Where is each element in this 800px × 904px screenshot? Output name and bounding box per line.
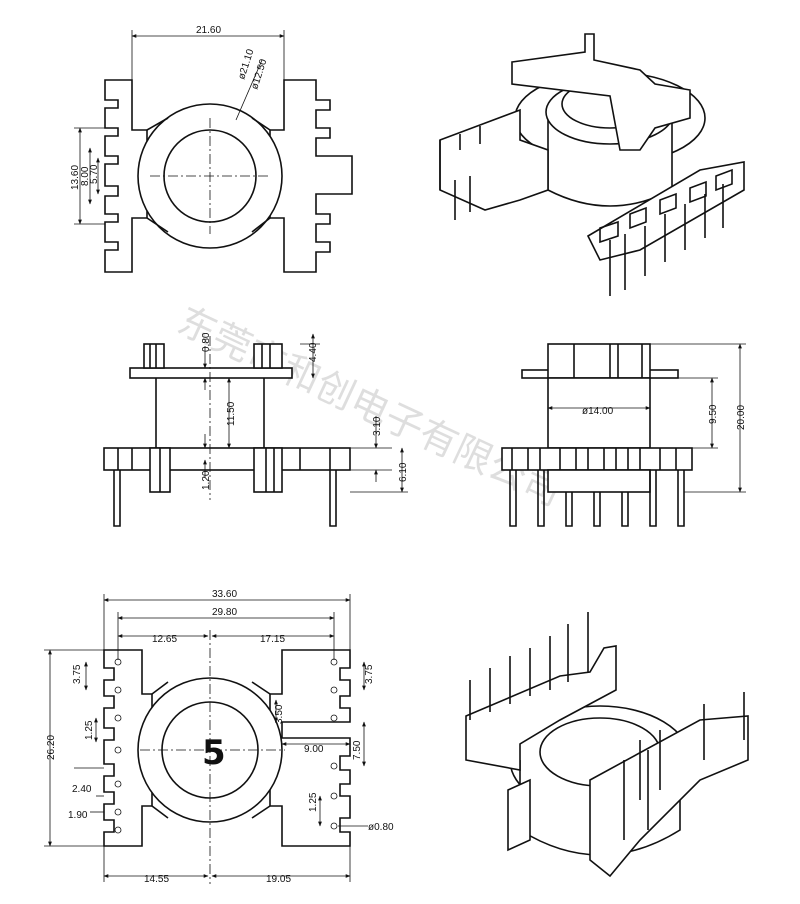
dim-left-span: 12.65 xyxy=(152,634,177,645)
dim-pitch-a-r: 3.75 xyxy=(364,664,375,684)
dim-pitch-a: 3.75 xyxy=(72,664,83,684)
dim-total-h: 20.00 xyxy=(736,405,747,430)
dim-right-span: 17.15 xyxy=(260,634,285,645)
dim-pin-gap-l: 1.25 xyxy=(84,720,95,740)
dim-edge: 1.90 xyxy=(68,810,88,821)
top-view: 21.60 ø21.10 ø12.50 13.60 8.00 5.70 xyxy=(70,25,353,273)
dim-h3: 5.70 xyxy=(89,164,100,184)
dim-base-total: 6.10 xyxy=(398,462,409,482)
dim-core-len: 9.50 xyxy=(708,404,719,424)
dim-top-h: 4.40 xyxy=(308,342,319,362)
dim-core-h: 11.50 xyxy=(226,401,237,426)
dim-pin-span: 29.80 xyxy=(212,607,237,618)
dim-h1: 13.60 xyxy=(70,165,81,190)
part-number: 5 xyxy=(202,733,226,773)
dim-step-l: 2.40 xyxy=(72,784,92,795)
dim-slot-r: 3.50 xyxy=(274,704,285,724)
front-view: 0.80 4.40 11.50 1.20 3.10 6.10 xyxy=(103,332,409,527)
dim-overall-w: 33.60 xyxy=(212,589,237,600)
dim-base-h: 3.10 xyxy=(372,416,383,436)
dim-h2: 8.00 xyxy=(80,166,91,186)
dim-pitch-r: 7.50 xyxy=(352,740,363,760)
dim-step-r: 1.25 xyxy=(308,792,319,812)
dim-width: 21.60 xyxy=(196,25,221,36)
dim-bot-left: 14.55 xyxy=(144,874,169,885)
iso-view-bottom xyxy=(465,612,749,878)
dim-height: 26.20 xyxy=(46,735,57,760)
dim-bot-right: 19.05 xyxy=(266,874,291,885)
side-view: ø14.00 9.50 20.00 xyxy=(501,343,747,527)
dim-center-w: 9.00 xyxy=(304,744,324,755)
dim-core-dia: ø14.00 xyxy=(582,406,614,417)
bottom-view: 5 33.60 29.80 12.65 17.15 26.20 3.75 1.2… xyxy=(44,589,394,885)
iso-view-top xyxy=(439,33,745,296)
dim-pin-dia: ø0.80 xyxy=(368,822,394,833)
dim-pin-step: 1.20 xyxy=(201,470,212,490)
dim-flange-thk: 0.80 xyxy=(201,332,212,352)
